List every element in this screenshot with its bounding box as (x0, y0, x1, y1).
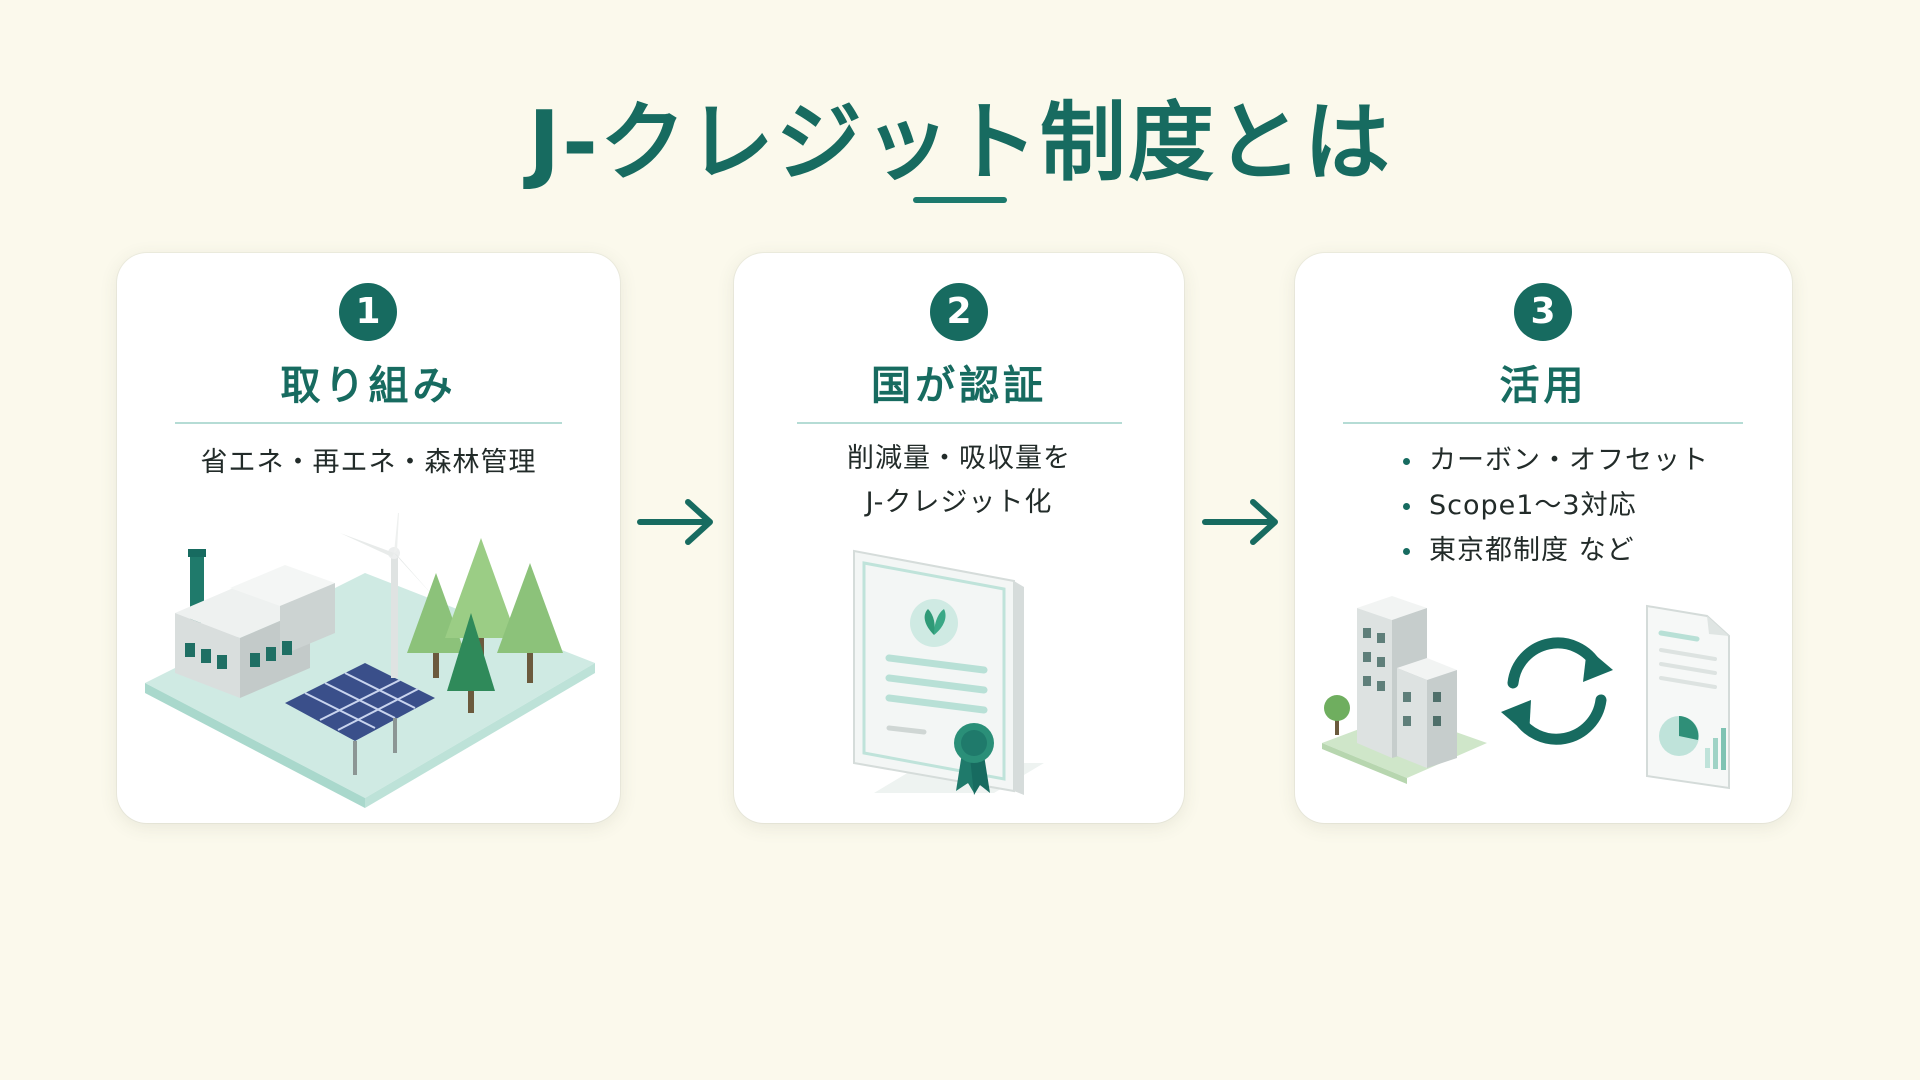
step-heading: 取り組み (280, 363, 457, 409)
award-seal-icon (954, 723, 994, 795)
wind-turbine-icon (340, 513, 435, 678)
step-heading: 国が認証 (871, 363, 1047, 409)
description-line: J-クレジット化 (865, 487, 1053, 518)
office-building-icon (1322, 596, 1487, 784)
usage-bullet-list: カーボン・オフセット Scope1～3対応 東京都制度 など (1403, 438, 1709, 573)
cycle-arrows-icon (1501, 637, 1613, 745)
step-description: 省エネ・再エネ・森林管理 (117, 441, 620, 485)
solar-panel-icon (285, 663, 435, 775)
step-divider (797, 422, 1122, 424)
arrow-right-icon (637, 499, 713, 545)
title-underline (913, 197, 1007, 203)
step-heading: 活用 (1499, 363, 1588, 409)
step-number-badge: 2 (930, 283, 988, 341)
bullet-item: 東京都制度 など (1403, 528, 1709, 573)
step-number-badge: 1 (339, 283, 397, 341)
building-cycle-report-illustration (1322, 596, 1730, 790)
bullet-item: カーボン・オフセット (1403, 438, 1709, 483)
certificate-illustration (853, 549, 1044, 795)
factory-icon (175, 549, 335, 698)
step-divider (175, 422, 562, 424)
forest-trees-icon (407, 538, 563, 713)
description-line: 省エネ・再エネ・森林管理 (200, 447, 537, 478)
step-card-2: 2 国が認証 削減量・吸収量を J-クレジット化 (734, 253, 1184, 823)
factory-solar-wind-forest-illustration (145, 513, 595, 808)
step-divider (1343, 422, 1743, 424)
description-line: 削減量・吸収量を (847, 443, 1071, 474)
step-description: 削減量・吸収量を J-クレジット化 (734, 437, 1184, 525)
step-card-3: 3 活用 カーボン・オフセット Scope1～3対応 東京都制度 など (1295, 253, 1792, 823)
page-title: J-クレジット制度とは (528, 93, 1392, 193)
step-number-badge: 3 (1514, 283, 1572, 341)
report-document-icon (1646, 604, 1730, 790)
step-card-1: 1 取り組み 省エネ・再エネ・森林管理 (117, 253, 620, 823)
arrow-right-icon (1202, 499, 1278, 545)
bullet-item: Scope1～3対応 (1403, 483, 1709, 528)
